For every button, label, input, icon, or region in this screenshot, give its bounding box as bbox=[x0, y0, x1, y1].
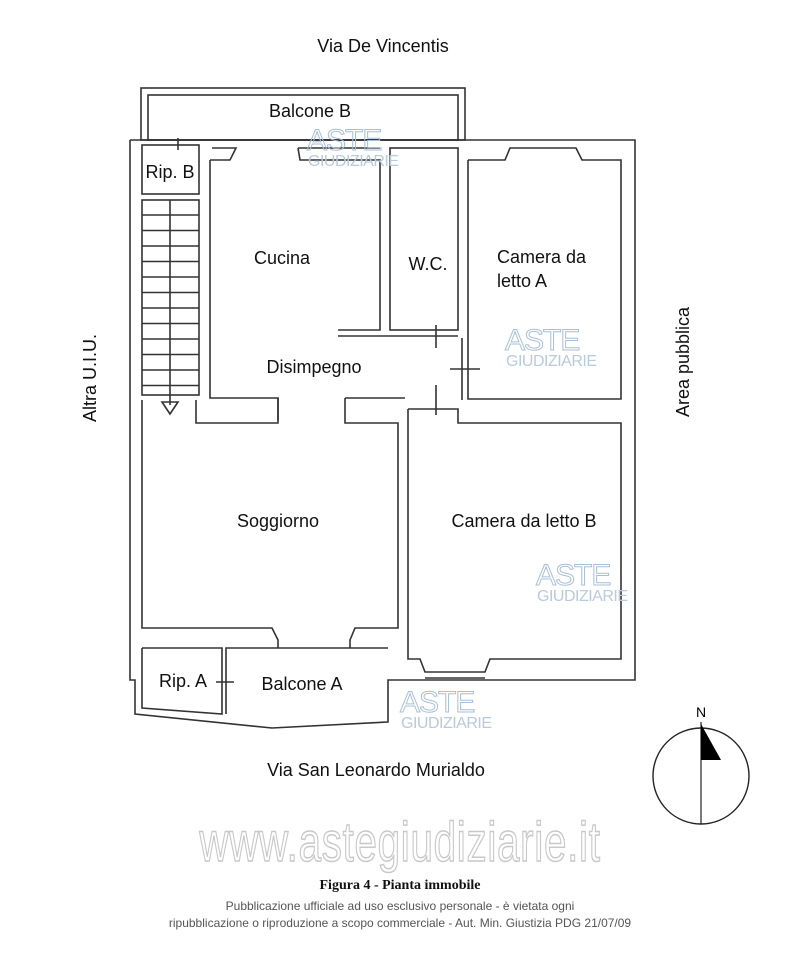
camera-a-room bbox=[467, 147, 622, 400]
room-label-cucina: Cucina bbox=[254, 248, 311, 268]
svg-text:ASTE: ASTE bbox=[536, 559, 610, 592]
staircase bbox=[141, 199, 200, 416]
footer-line-2: ripubblicazione o riproduzione a scopo c… bbox=[168, 916, 632, 930]
room-label-balcone-b: Balcone B bbox=[269, 101, 351, 121]
room-label-rip-b: Rip. B bbox=[145, 162, 194, 182]
room-label-rip-a: Rip. A bbox=[159, 671, 207, 691]
cucina-wall bbox=[209, 160, 279, 420]
street-bottom: Via San Leonardo Murialdo bbox=[267, 760, 485, 780]
street-top: Via De Vincentis bbox=[317, 36, 448, 56]
soggiorno-room bbox=[141, 400, 279, 648]
room-label-wc: W.C. bbox=[409, 254, 448, 274]
svg-text:GIUDIZIARIE: GIUDIZIARIE bbox=[401, 715, 492, 732]
svg-text:GIUDIZIARIE: GIUDIZIARIE bbox=[506, 353, 597, 370]
balcone-a-room bbox=[225, 647, 388, 714]
wc-room bbox=[389, 147, 459, 331]
room-label-balcone-a: Balcone A bbox=[261, 674, 342, 694]
svg-text:ASTE: ASTE bbox=[400, 686, 474, 719]
room-label-camera-a-2: letto A bbox=[497, 271, 547, 291]
room-label-camera-b: Camera da letto B bbox=[451, 511, 596, 531]
camera-b-room bbox=[407, 408, 622, 673]
site-watermark: www.astegiudiziarie.it bbox=[199, 809, 601, 874]
svg-text:ASTE: ASTE bbox=[505, 324, 579, 357]
stair-arrow-icon bbox=[160, 401, 180, 416]
cucina-wall-right bbox=[297, 147, 381, 331]
north-label: N bbox=[696, 704, 706, 720]
room-label-disimpegno: Disimpegno bbox=[266, 357, 361, 377]
svg-text:ASTE: ASTE bbox=[307, 124, 381, 157]
svg-text:GIUDIZIARIE: GIUDIZIARIE bbox=[537, 588, 628, 605]
outer-wall bbox=[129, 139, 636, 729]
footer-line-1: Pubblicazione ufficiale ad uso esclusivo… bbox=[225, 899, 575, 913]
rip-a-room bbox=[141, 647, 223, 715]
room-label-camera-a-1: Camera da bbox=[497, 247, 587, 267]
figure-caption: Figura 4 - Pianta immobile bbox=[319, 878, 481, 893]
left-neighbor: Altra U.I.U. bbox=[80, 334, 100, 422]
rip-b-room bbox=[141, 144, 200, 195]
right-area: Area pubblica bbox=[673, 306, 693, 417]
north-compass-icon: N bbox=[652, 704, 750, 825]
room-label-soggiorno: Soggiorno bbox=[237, 511, 319, 531]
svg-text:GIUDIZIARIE: GIUDIZIARIE bbox=[308, 153, 399, 170]
